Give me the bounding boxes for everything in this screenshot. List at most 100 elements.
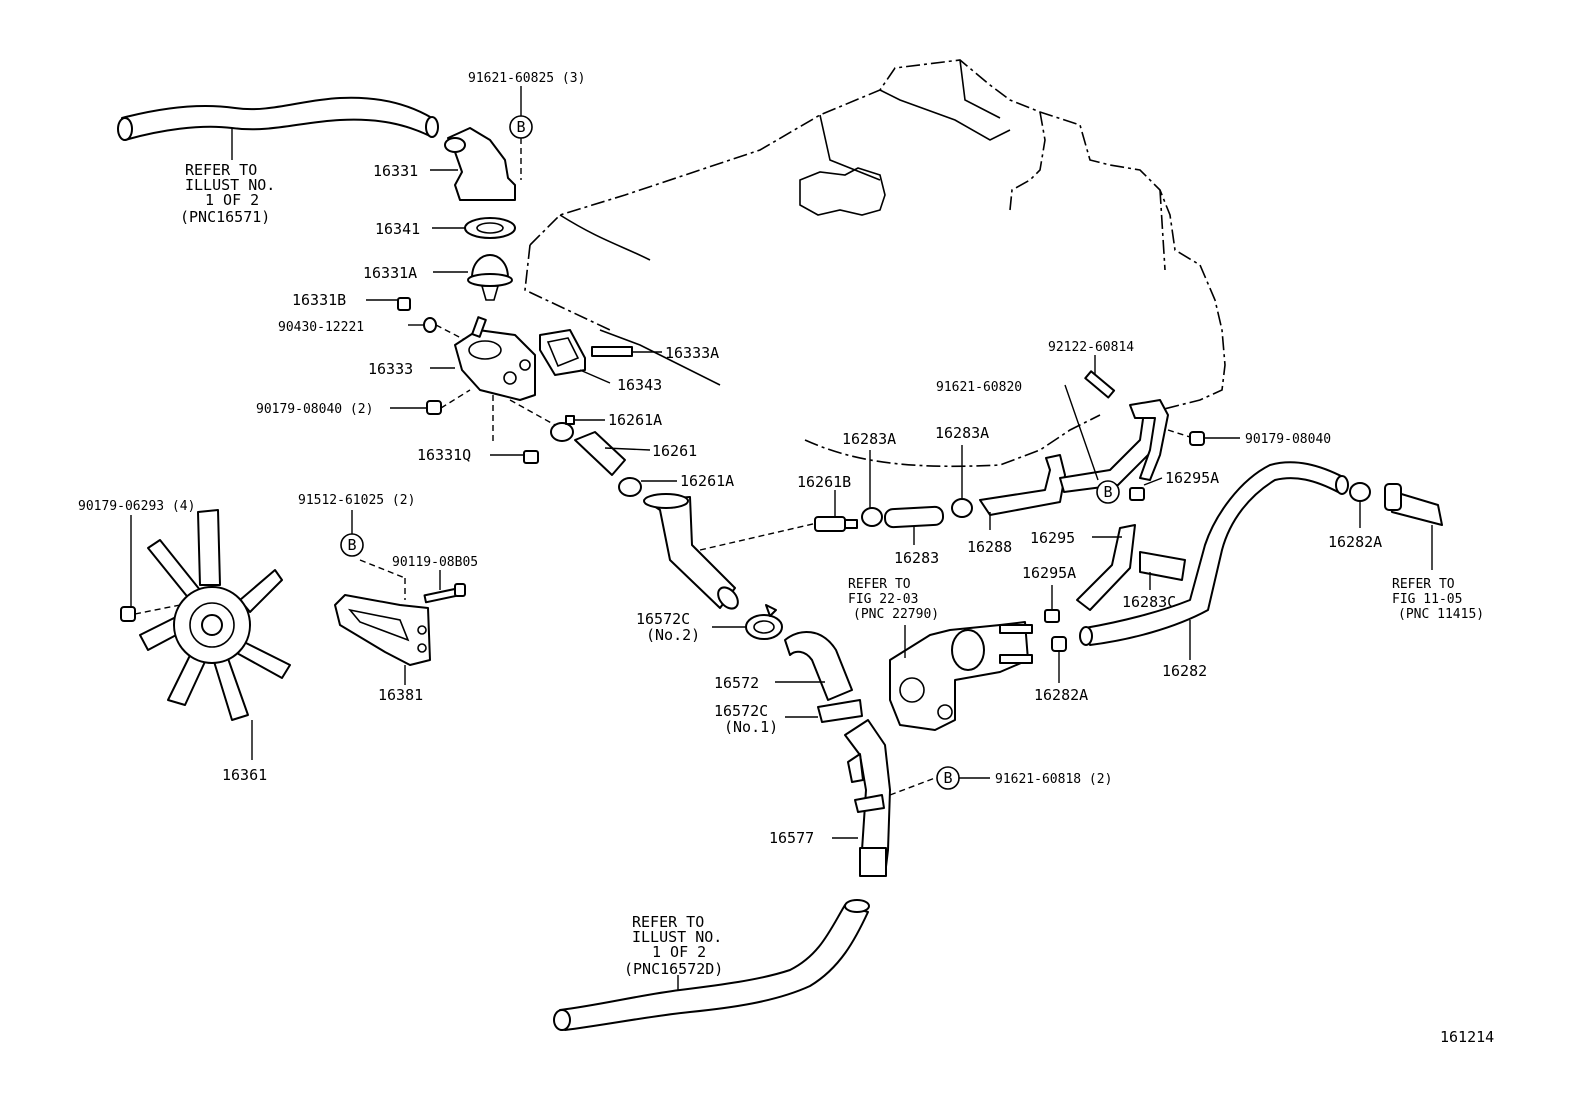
part-labels: 91621-60825 (3) 16331 16341 16331A 16331… bbox=[78, 71, 1494, 1046]
clamp-16283C bbox=[1139, 551, 1186, 590]
bolt-90179-06293 bbox=[120, 515, 181, 622]
clip-16295A-upper bbox=[1129, 477, 1163, 501]
washer-90430-12221 bbox=[408, 317, 466, 341]
svg-text:ILLUST NO.: ILLUST NO. bbox=[185, 176, 275, 194]
stud-16333A bbox=[591, 346, 662, 357]
label-16295: 16295 bbox=[1030, 529, 1075, 547]
label-16572: 16572 bbox=[714, 674, 759, 692]
label-91621-60818: 91621-60818 (2) bbox=[995, 772, 1112, 787]
hose-16261 bbox=[574, 431, 651, 476]
connector-fig11-05 bbox=[1384, 483, 1443, 570]
label-90430-12221: 90430-12221 bbox=[278, 320, 364, 335]
refer-note-fig22: REFER TO FIG 22-03 (PNC 22790) bbox=[848, 577, 939, 622]
bracket-16381 bbox=[334, 594, 431, 685]
label-16261: 16261 bbox=[652, 442, 697, 460]
hose-16283 bbox=[883, 505, 945, 545]
b-marker-top: B bbox=[509, 86, 533, 180]
svg-text:1 OF 2: 1 OF 2 bbox=[205, 191, 259, 209]
refer-note-fig11: REFER TO FIG 11-05 (PNC 11415) bbox=[1392, 577, 1484, 622]
label-16282A-right: 16282A bbox=[1328, 533, 1382, 551]
clamp-16572C-no2 bbox=[712, 604, 783, 640]
b-marker-lower: B bbox=[936, 766, 990, 790]
nut-90179-08040-right bbox=[1167, 429, 1240, 446]
label-16282A-left: 16282A bbox=[1034, 686, 1088, 704]
bolt-90119-08B05 bbox=[423, 570, 466, 604]
hose-16572 bbox=[775, 630, 853, 701]
clamp-16572C-no1 bbox=[785, 699, 863, 723]
label-16333A: 16333A bbox=[665, 344, 719, 362]
label-16572C-no1-sub: (No.1) bbox=[724, 718, 778, 736]
bolt-16331Q bbox=[490, 450, 539, 464]
refer-note-bottom: REFER TO ILLUST NO. 1 OF 2 (PNC16572D) bbox=[624, 913, 723, 978]
fitting-16261B bbox=[814, 490, 858, 532]
svg-text:REFER TO: REFER TO bbox=[185, 161, 257, 179]
svg-text:FIG 22-03: FIG 22-03 bbox=[848, 592, 918, 607]
label-16577: 16577 bbox=[769, 829, 814, 847]
label-16261B: 16261B bbox=[797, 473, 851, 491]
label-16341: 16341 bbox=[375, 220, 420, 238]
label-16572C-no2: 16572C bbox=[636, 610, 690, 628]
clamp-16261A-lower bbox=[618, 477, 677, 497]
label-90179-08040-2: 90179-08040 (2) bbox=[256, 402, 373, 417]
pipe-bracket bbox=[1129, 399, 1169, 481]
lower-radiator-hose bbox=[553, 899, 870, 1031]
svg-text:REFER TO: REFER TO bbox=[632, 913, 704, 931]
lead-91621-60820 bbox=[1064, 384, 1099, 481]
label-16331: 16331 bbox=[373, 162, 418, 180]
label-16282: 16282 bbox=[1162, 662, 1207, 680]
label-90179-06293: 90179-06293 (4) bbox=[78, 499, 195, 514]
label-16381: 16381 bbox=[378, 686, 423, 704]
label-16343: 16343 bbox=[617, 376, 662, 394]
svg-text:B: B bbox=[1103, 483, 1112, 501]
nut-90179-08040-left bbox=[390, 389, 471, 415]
water-outlet-16331 bbox=[430, 127, 516, 201]
pipe-16577 bbox=[832, 719, 936, 877]
water-inlet-housing-16333 bbox=[430, 316, 556, 445]
label-16572C-no1: 16572C bbox=[714, 702, 768, 720]
gasket-16343 bbox=[539, 329, 611, 384]
label-91512-61025: 91512-61025 (2) bbox=[298, 493, 415, 508]
label-16283A-left: 16283A bbox=[842, 430, 896, 448]
upper-radiator-hose bbox=[117, 96, 439, 160]
clamp-16282A-left bbox=[1051, 636, 1067, 683]
clamp-16282A-right bbox=[1349, 482, 1371, 528]
engine-block-outline bbox=[524, 59, 1226, 468]
valve-fig22-03 bbox=[889, 621, 1033, 731]
svg-text:REFER TO: REFER TO bbox=[1392, 577, 1455, 592]
svg-text:REFER TO: REFER TO bbox=[848, 577, 911, 592]
svg-text:1 OF 2: 1 OF 2 bbox=[652, 943, 706, 961]
label-16361: 16361 bbox=[222, 766, 267, 784]
hose-16295 bbox=[1076, 524, 1136, 611]
label-90179-08040: 90179-08040 bbox=[1245, 432, 1331, 447]
svg-text:(PNC 11415): (PNC 11415) bbox=[1398, 607, 1484, 622]
label-91621-60820: 91621-60820 bbox=[936, 380, 1022, 395]
thermostat-16331A bbox=[433, 254, 513, 301]
label-16261A-upper: 16261A bbox=[608, 411, 662, 429]
pipe-16288 bbox=[979, 404, 1161, 530]
diagram-id: 161214 bbox=[1440, 1028, 1494, 1046]
label-90119-08B05: 90119-08B05 bbox=[392, 555, 478, 570]
label-92122-60814: 92122-60814 bbox=[1048, 340, 1134, 355]
bolt-16331B bbox=[366, 297, 411, 311]
label-16331B: 16331B bbox=[292, 291, 346, 309]
gasket-16341 bbox=[432, 217, 516, 239]
label-16288: 16288 bbox=[967, 538, 1012, 556]
hose-16282 bbox=[1079, 461, 1349, 660]
label-16283A-right: 16283A bbox=[935, 424, 989, 442]
svg-text:FIG 11-05: FIG 11-05 bbox=[1392, 592, 1462, 607]
svg-text:B: B bbox=[516, 118, 525, 136]
water-pipe-elbow bbox=[643, 493, 831, 610]
label-91621-60825: 91621-60825 (3) bbox=[468, 71, 585, 86]
fan-16361 bbox=[139, 509, 291, 760]
svg-text:(PNC 22790): (PNC 22790) bbox=[853, 607, 939, 622]
label-16331A: 16331A bbox=[363, 264, 417, 282]
bolt-92122-60814 bbox=[1084, 355, 1116, 399]
marker-lead-91512 bbox=[359, 559, 406, 579]
b-marker-bracket: B bbox=[340, 510, 364, 557]
label-16333: 16333 bbox=[368, 360, 413, 378]
label-16261A-lower: 16261A bbox=[680, 472, 734, 490]
clip-16295A-lower bbox=[1044, 585, 1060, 623]
refer-note-top-left: REFER TO ILLUST NO. 1 OF 2 (PNC16571) bbox=[180, 161, 275, 226]
label-16283: 16283 bbox=[894, 549, 939, 567]
